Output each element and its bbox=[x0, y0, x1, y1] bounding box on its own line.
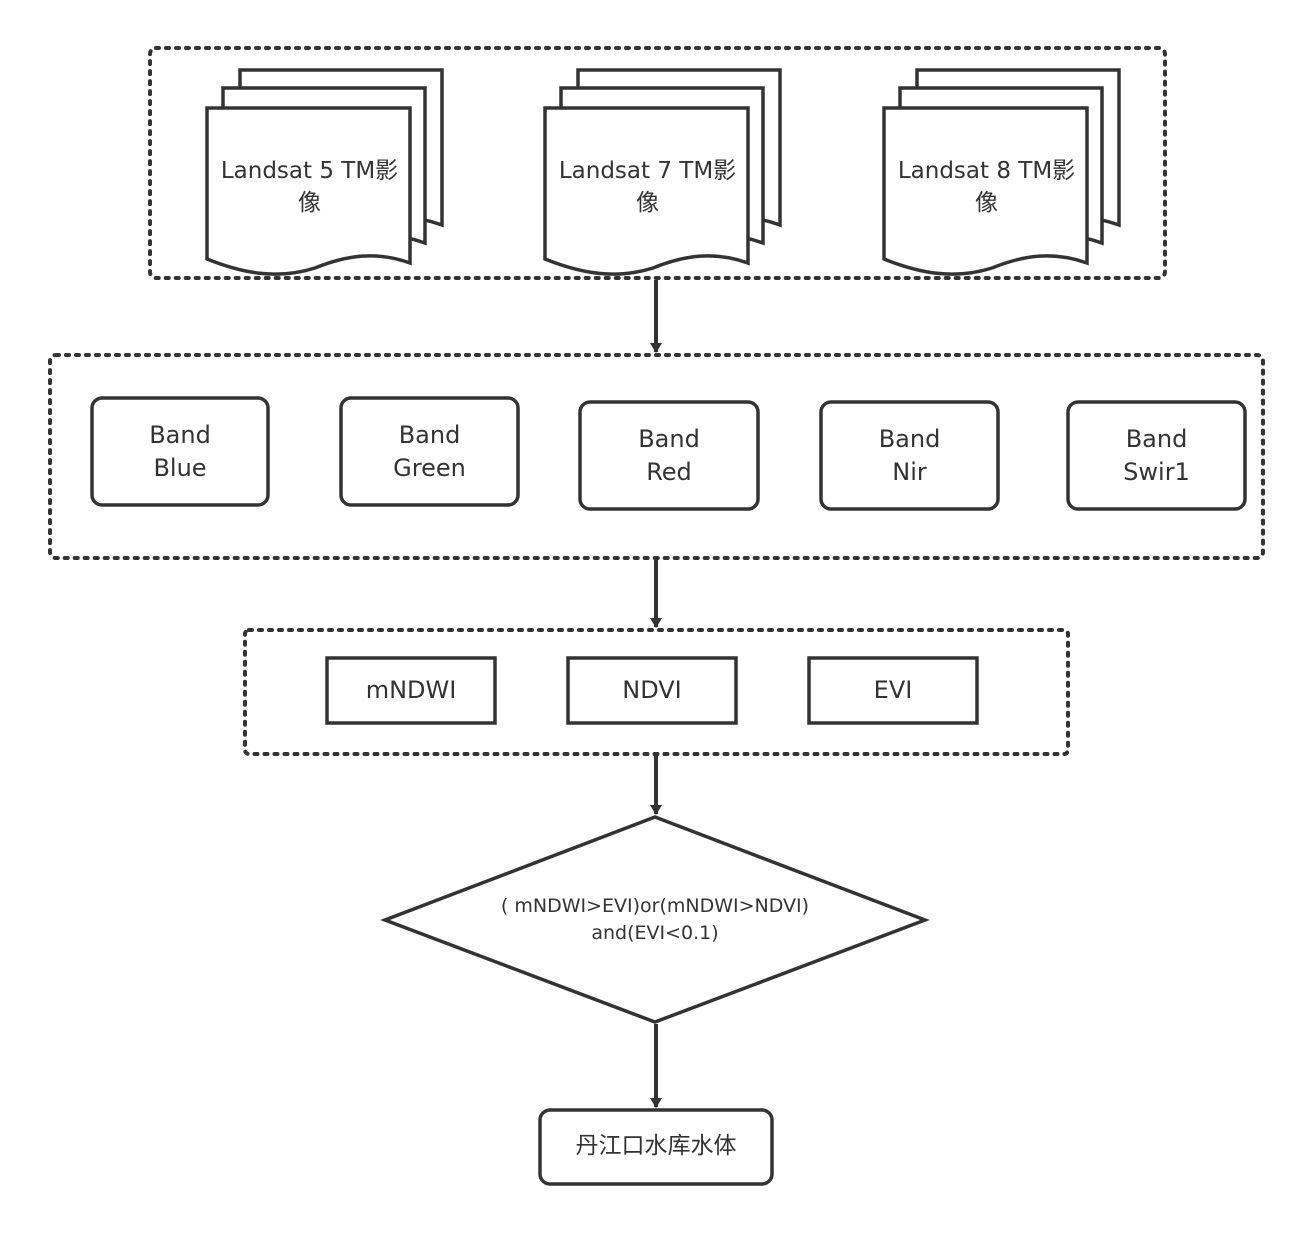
band-green-box bbox=[339, 396, 520, 507]
index-label-text: mNDWI bbox=[365, 676, 457, 705]
index-ndvi-label: NDVI bbox=[568, 658, 736, 723]
band-label-line2: Nir bbox=[892, 457, 927, 486]
source-label-line1: Landsat 5 TM影 bbox=[220, 158, 399, 185]
document-stack-landsat7 bbox=[543, 68, 782, 276]
source-label-landsat7: Landsat 7 TM影 像 bbox=[545, 140, 750, 235]
band-green-label: Band Green bbox=[341, 398, 518, 505]
indices-group bbox=[243, 628, 1070, 756]
index-label-text: NDVI bbox=[622, 676, 682, 705]
band-red-label: Band Red bbox=[580, 402, 758, 509]
source-label-line2: 像 bbox=[298, 189, 321, 216]
band-label-line2: Blue bbox=[153, 453, 207, 482]
band-nir-box bbox=[819, 400, 1000, 511]
condition-diamond bbox=[380, 815, 930, 1024]
band-swir1-box bbox=[1066, 400, 1247, 511]
index-mndwi-box bbox=[325, 656, 497, 725]
source-label-line1: Landsat 8 TM影 bbox=[897, 158, 1076, 185]
index-evi-box bbox=[807, 656, 979, 725]
bands-group bbox=[48, 353, 1265, 560]
index-evi-label: EVI bbox=[809, 658, 977, 723]
result-text: 丹江口水库水体 bbox=[575, 1133, 737, 1160]
source-label-line2: 像 bbox=[636, 189, 659, 216]
band-label-line2: Red bbox=[646, 457, 692, 486]
band-label-line1: Band bbox=[149, 421, 211, 450]
band-label-line1: Band bbox=[638, 425, 700, 454]
sources-group bbox=[148, 46, 1167, 280]
result-box bbox=[538, 1108, 774, 1186]
source-label-landsat8: Landsat 8 TM影 像 bbox=[884, 140, 1089, 235]
band-blue-box bbox=[90, 396, 270, 507]
band-label-line2: Swir1 bbox=[1123, 457, 1190, 486]
result-label: 丹江口水库水体 bbox=[540, 1110, 772, 1184]
band-label-line1: Band bbox=[398, 421, 461, 450]
index-mndwi-label: mNDWI bbox=[327, 658, 495, 723]
source-label-landsat5: Landsat 5 TM影 像 bbox=[207, 140, 412, 235]
band-label-line2: Green bbox=[393, 453, 466, 482]
band-swir1-label: Band Swir1 bbox=[1068, 402, 1245, 509]
document-stack-landsat8 bbox=[882, 68, 1121, 276]
band-label-line1: Band bbox=[1125, 425, 1188, 454]
band-blue-label: Band Blue bbox=[92, 398, 268, 505]
band-nir-label: Band Nir bbox=[821, 402, 998, 509]
source-label-line1: Landsat 7 TM影 bbox=[558, 158, 737, 185]
condition-label: ( mNDWI>EVI)or(mNDWI>NDVI) and(EVI<0.1) bbox=[430, 870, 880, 970]
condition-line2: and(EVI<0.1) bbox=[591, 922, 719, 944]
document-stack-landsat5 bbox=[205, 68, 444, 276]
source-label-line2: 像 bbox=[975, 189, 998, 216]
index-label-text: EVI bbox=[873, 676, 913, 705]
band-red-box bbox=[578, 400, 760, 511]
condition-line1: ( mNDWI>EVI)or(mNDWI>NDVI) bbox=[500, 895, 810, 918]
band-label-line1: Band bbox=[878, 425, 941, 454]
index-ndvi-box bbox=[566, 656, 738, 725]
